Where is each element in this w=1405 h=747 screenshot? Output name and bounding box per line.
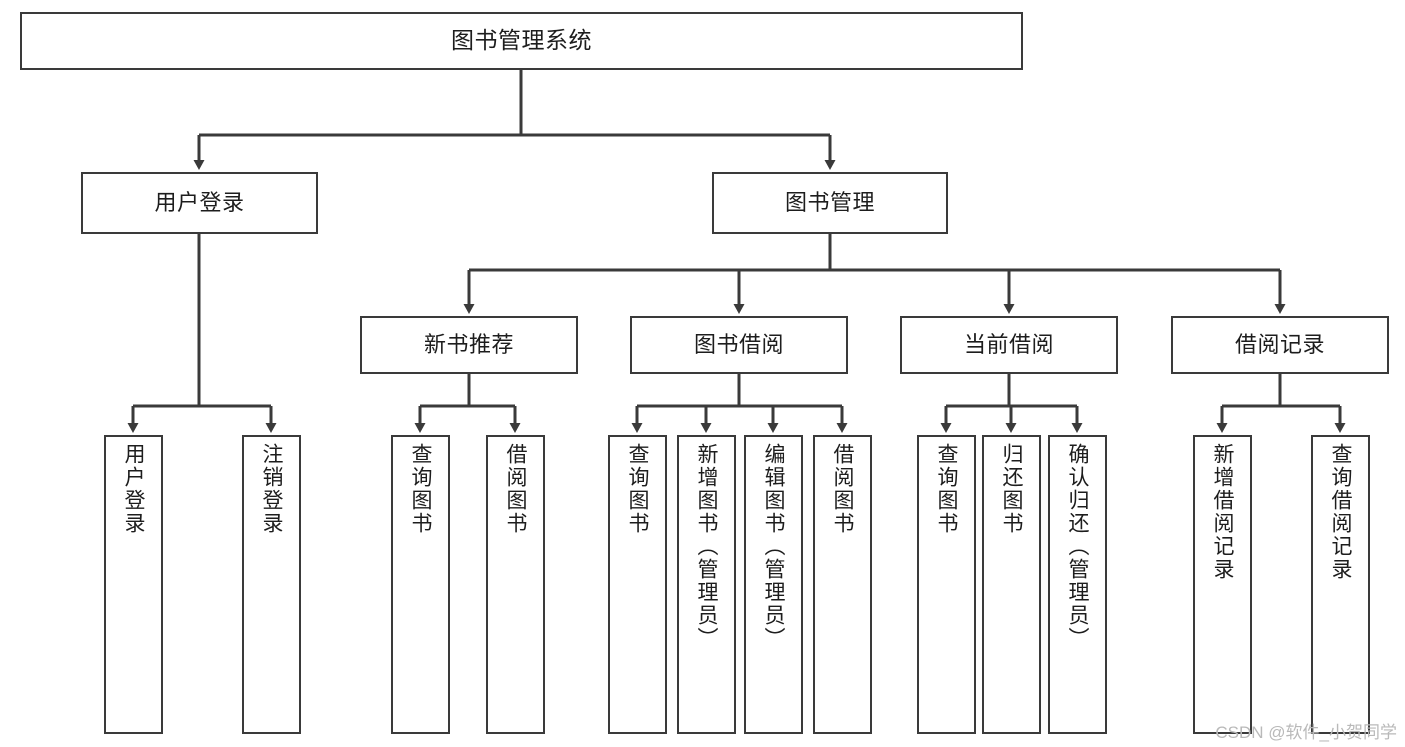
node-book-borrow[interactable]: 图书借阅 xyxy=(630,316,848,374)
node-label: 新增借阅记录 xyxy=(1211,443,1234,581)
node-label: 新增图书（管理员） xyxy=(695,443,718,650)
node-label: 查询图书 xyxy=(409,443,432,535)
leaf-new-book-borrow[interactable]: 借阅图书 xyxy=(486,435,545,734)
node-label: 编辑图书（管理员） xyxy=(762,443,785,650)
node-label: 图书管理系统 xyxy=(451,27,592,54)
leaf-user-login-signin[interactable]: 用户登录 xyxy=(104,435,163,734)
node-label: 图书管理 xyxy=(784,190,875,216)
node-label: 借阅记录 xyxy=(1234,332,1325,358)
leaf-borrow-edit-book-admin[interactable]: 编辑图书（管理员） xyxy=(744,435,803,734)
node-label: 查询图书 xyxy=(626,443,649,535)
leaf-current-confirm-return-admin[interactable]: 确认归还（管理员） xyxy=(1048,435,1107,734)
node-new-book-recommend[interactable]: 新书推荐 xyxy=(360,316,578,374)
node-root-system[interactable]: 图书管理系统 xyxy=(20,12,1023,70)
node-label: 新书推荐 xyxy=(423,332,514,358)
leaf-borrow-borrow-book[interactable]: 借阅图书 xyxy=(813,435,872,734)
node-label: 归还图书 xyxy=(1000,443,1023,535)
leaf-user-login-signout[interactable]: 注销登录 xyxy=(242,435,301,734)
node-borrow-record[interactable]: 借阅记录 xyxy=(1171,316,1389,374)
node-label: 用户登录 xyxy=(122,443,145,535)
leaf-record-add[interactable]: 新增借阅记录 xyxy=(1193,435,1252,734)
leaf-new-book-query[interactable]: 查询图书 xyxy=(391,435,450,734)
node-label: 图书借阅 xyxy=(693,332,784,358)
leaf-current-return-book[interactable]: 归还图书 xyxy=(982,435,1041,734)
node-label: 注销登录 xyxy=(260,443,283,535)
node-label: 借阅图书 xyxy=(504,443,527,535)
leaf-current-query-book[interactable]: 查询图书 xyxy=(917,435,976,734)
node-label: 查询借阅记录 xyxy=(1329,443,1352,581)
node-label: 借阅图书 xyxy=(831,443,854,535)
node-label: 当前借阅 xyxy=(963,332,1054,358)
node-current-borrow[interactable]: 当前借阅 xyxy=(900,316,1118,374)
node-user-login[interactable]: 用户登录 xyxy=(81,172,318,234)
node-label: 确认归还（管理员） xyxy=(1066,443,1089,650)
node-label: 查询图书 xyxy=(935,443,958,535)
node-book-management[interactable]: 图书管理 xyxy=(712,172,948,234)
leaf-record-query[interactable]: 查询借阅记录 xyxy=(1311,435,1370,734)
leaf-borrow-add-book-admin[interactable]: 新增图书（管理员） xyxy=(677,435,736,734)
node-label: 用户登录 xyxy=(154,190,245,216)
leaf-borrow-query-book[interactable]: 查询图书 xyxy=(608,435,667,734)
